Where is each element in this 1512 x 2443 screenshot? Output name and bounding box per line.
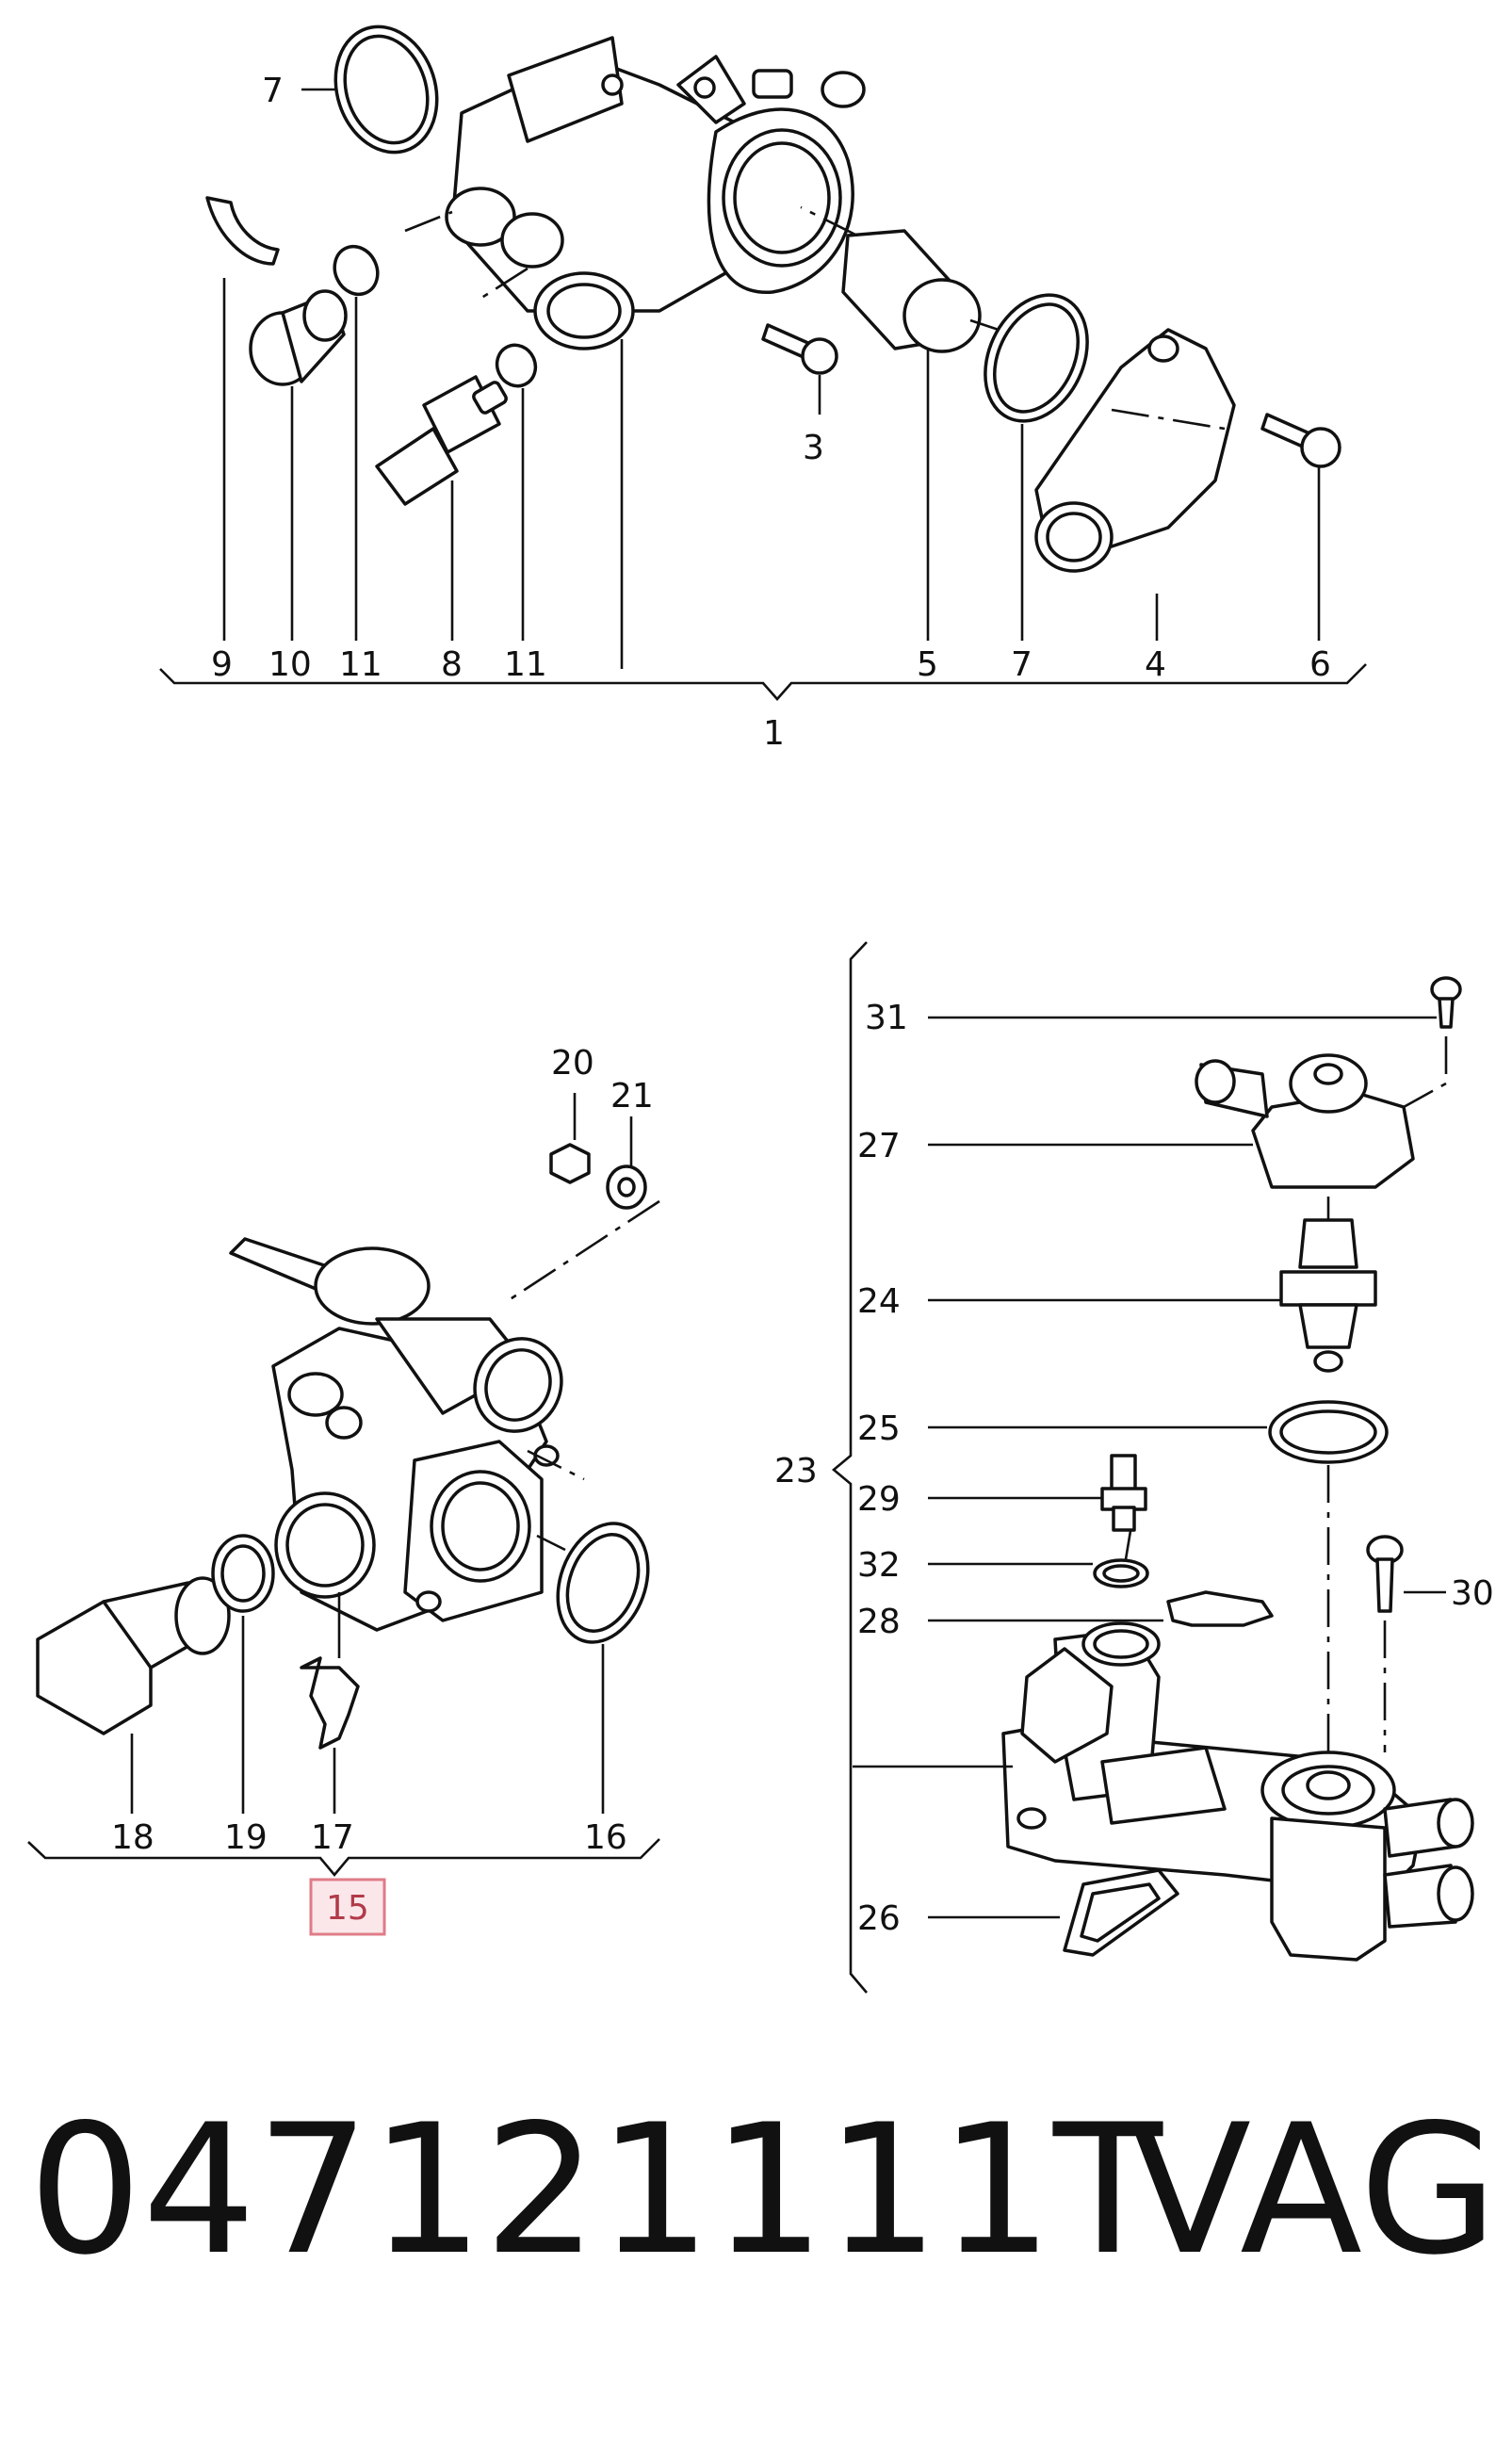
- callout-10: 10: [268, 645, 312, 684]
- callout-5: 5: [917, 645, 938, 684]
- callout-18: 18: [111, 1818, 154, 1857]
- callout-8: 8: [441, 645, 463, 684]
- callout-7-right: 7: [1011, 645, 1032, 684]
- group-label-1: 1: [763, 714, 785, 753]
- footer: 047121111T VAG: [28, 2073, 1498, 2308]
- group-bracket-15: [27, 1838, 660, 1878]
- thermostat-housing: [445, 36, 866, 350]
- thermostat-cover-27: [1195, 1053, 1415, 1189]
- retaining-clip-9: [205, 196, 280, 266]
- retaining-clip-28: [1166, 1590, 1274, 1627]
- callout-11-right: 11: [504, 645, 547, 684]
- group-bracket-1: [159, 663, 1367, 701]
- group-label-15: 15: [326, 1889, 369, 1928]
- callout-29: 29: [857, 1480, 901, 1519]
- gasket-26: [1063, 1868, 1179, 1957]
- nut-20: [549, 1143, 591, 1184]
- callout-31: 31: [865, 999, 908, 1037]
- o-ring-11-right: [495, 343, 538, 388]
- o-ring-11-left: [333, 244, 380, 297]
- bolt-30: [1366, 1535, 1404, 1613]
- callout-24: 24: [857, 1282, 901, 1321]
- top-assembly: 7 3 9 10 11 8 11 5 7 4 6 1: [159, 24, 1367, 753]
- coolant-housing-15: [229, 1237, 563, 1632]
- brand-name: VAG: [1129, 2086, 1498, 2294]
- bolt-6: [1260, 413, 1341, 468]
- bottom-left-assembly: 20 21 18 19 17 16 15: [27, 1044, 660, 1936]
- callout-16: 16: [584, 1818, 627, 1857]
- coolant-distributor-housing: [1001, 1621, 1474, 1962]
- callout-7-top: 7: [262, 72, 284, 110]
- temperature-sensor-29: [1100, 1454, 1147, 1532]
- sensor-connector-18: [36, 1576, 231, 1735]
- callout-30: 30: [1451, 1574, 1494, 1613]
- callout-25: 25: [857, 1409, 901, 1448]
- group-bracket-23: [831, 941, 868, 1994]
- callout-26: 26: [857, 1899, 901, 1938]
- callout-32: 32: [857, 1546, 901, 1585]
- clip-17: [300, 1656, 360, 1750]
- callout-21: 21: [610, 1077, 654, 1116]
- thermostat-24: [1279, 1218, 1377, 1373]
- callout-4: 4: [1145, 645, 1166, 684]
- callout-9: 9: [211, 645, 233, 684]
- bottom-right-assembly: 31 27 24 25 29 32 28 30 26 23: [774, 941, 1494, 1994]
- callout-28: 28: [857, 1603, 901, 1641]
- callout-3: 3: [803, 429, 824, 467]
- highlight-box: [309, 1878, 386, 1936]
- part-number: 047121111T: [28, 2086, 1163, 2294]
- callout-19: 19: [224, 1818, 268, 1857]
- thermostat-5: [841, 229, 1000, 353]
- bolt-3: [761, 323, 838, 375]
- callout-11-left: 11: [339, 645, 382, 684]
- callout-27: 27: [857, 1127, 901, 1165]
- callout-20: 20: [551, 1044, 594, 1083]
- coolant-flange-4: [1034, 328, 1236, 573]
- screw-31: [1430, 976, 1462, 1029]
- sealing-plug-10: [249, 289, 348, 386]
- temperature-sensor-8: [375, 375, 508, 506]
- callout-6: 6: [1309, 645, 1331, 684]
- callout-17: 17: [311, 1818, 354, 1857]
- group-label-23: 23: [774, 1452, 818, 1490]
